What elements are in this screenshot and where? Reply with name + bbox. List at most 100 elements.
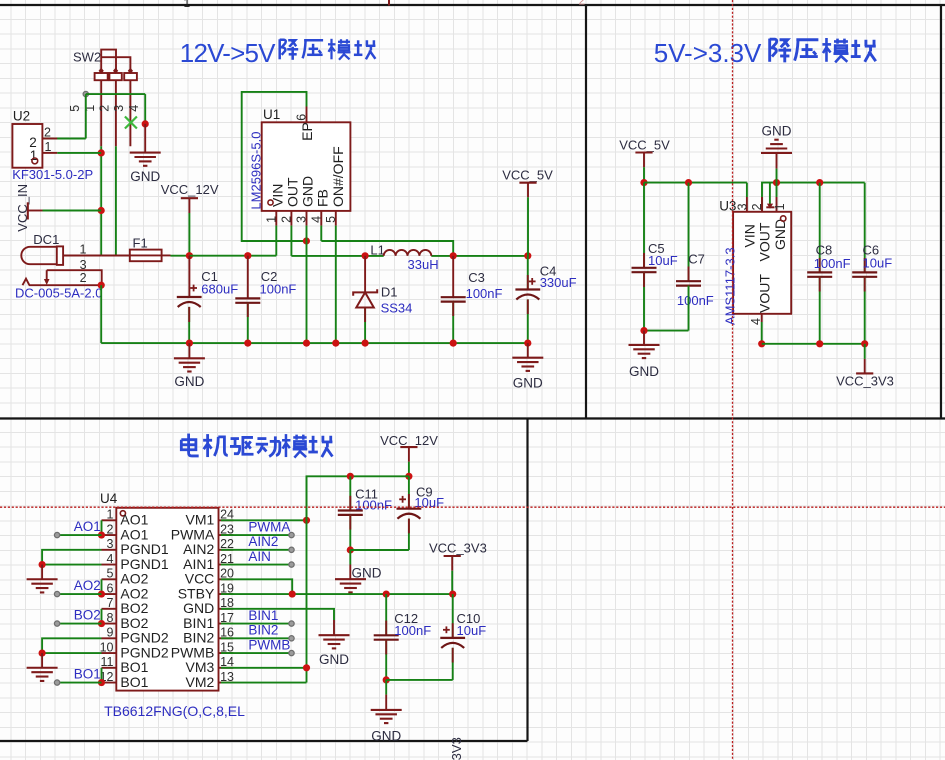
- svg-text:1: 1: [184, 0, 191, 10]
- svg-text:GND: GND: [762, 123, 792, 138]
- svg-text:VCC_12V: VCC_12V: [380, 433, 438, 448]
- svg-text:33uH: 33uH: [408, 257, 439, 272]
- svg-text:STBY: STBY: [178, 585, 215, 601]
- svg-text:12V->5V: 12V->5V: [180, 38, 276, 68]
- svg-text:C9: C9: [416, 485, 433, 500]
- svg-text:AIN2: AIN2: [183, 541, 214, 557]
- svg-text:5V->3.3V: 5V->3.3V: [654, 38, 762, 68]
- svg-text:680uF: 680uF: [201, 282, 238, 297]
- svg-text:100nF: 100nF: [814, 256, 851, 271]
- svg-text:VCC_5V: VCC_5V: [619, 138, 670, 153]
- svg-text:U4: U4: [100, 491, 118, 506]
- svg-text:21: 21: [220, 552, 234, 566]
- svg-text:TB6612FNG(O,C,8,EL: TB6612FNG(O,C,8,EL: [104, 703, 245, 719]
- svg-text:PWMA: PWMA: [248, 519, 290, 534]
- svg-text:VCC_3V3: VCC_3V3: [449, 737, 464, 760]
- svg-text:2: 2: [750, 203, 764, 210]
- svg-text:10: 10: [100, 640, 114, 654]
- svg-text:BIN2: BIN2: [183, 630, 214, 646]
- svg-text:AO2: AO2: [120, 585, 148, 601]
- svg-text:VCC_12V: VCC_12V: [161, 182, 219, 197]
- svg-text:BO2: BO2: [74, 607, 101, 622]
- svg-text:1: 1: [30, 148, 38, 163]
- svg-text:C2: C2: [261, 269, 278, 284]
- svg-text:20: 20: [220, 567, 234, 581]
- svg-text:KF301-5.0-2P: KF301-5.0-2P: [12, 167, 93, 182]
- svg-text:5: 5: [68, 105, 82, 112]
- svg-text:GND: GND: [319, 652, 349, 667]
- svg-text:VM1: VM1: [186, 512, 215, 528]
- svg-text:3: 3: [735, 203, 749, 210]
- svg-text:GND: GND: [629, 364, 659, 379]
- svg-text:5: 5: [324, 216, 338, 223]
- svg-text:VCC_IN: VCC_IN: [15, 184, 30, 232]
- svg-text:L1: L1: [370, 242, 384, 257]
- svg-text:GND: GND: [513, 375, 543, 390]
- svg-text:GND: GND: [174, 374, 204, 389]
- svg-text:2: 2: [80, 271, 87, 285]
- svg-text:BO1: BO1: [120, 674, 148, 690]
- svg-text:AIN1: AIN1: [183, 556, 214, 572]
- svg-text:GND: GND: [183, 600, 214, 616]
- svg-text:VOUT: VOUT: [757, 274, 773, 313]
- svg-text:VIN: VIN: [270, 184, 286, 207]
- svg-text:2: 2: [29, 135, 37, 150]
- svg-text:VCC_3V3: VCC_3V3: [836, 373, 894, 388]
- svg-text:C3: C3: [468, 270, 485, 285]
- svg-text:11: 11: [101, 655, 114, 669]
- svg-text:17: 17: [220, 611, 234, 625]
- svg-text:14: 14: [220, 655, 234, 669]
- svg-text:VIN: VIN: [741, 224, 757, 247]
- svg-text:100nF: 100nF: [355, 497, 392, 512]
- svg-text:EP: EP: [299, 122, 315, 141]
- svg-text:C1: C1: [201, 269, 218, 284]
- svg-text:U2: U2: [13, 109, 30, 124]
- svg-text:3: 3: [112, 105, 126, 112]
- svg-text:PWMB: PWMB: [171, 644, 215, 660]
- svg-text:GND: GND: [371, 728, 401, 743]
- svg-text:F1: F1: [133, 236, 148, 251]
- svg-text:19: 19: [220, 581, 234, 595]
- svg-text:100nF: 100nF: [394, 623, 431, 638]
- svg-text:18: 18: [220, 596, 234, 610]
- svg-text:3: 3: [80, 258, 87, 272]
- svg-text:AO2: AO2: [120, 571, 148, 587]
- svg-text:9: 9: [107, 626, 114, 640]
- svg-text:2: 2: [579, 0, 586, 8]
- svg-text:4: 4: [107, 552, 114, 566]
- svg-text:2: 2: [44, 126, 51, 140]
- svg-text:2: 2: [98, 105, 112, 112]
- svg-text:1: 1: [80, 243, 87, 257]
- svg-text:6: 6: [294, 114, 308, 121]
- svg-text:C4: C4: [540, 264, 557, 279]
- svg-text:GND: GND: [130, 169, 160, 184]
- svg-text:VM3: VM3: [186, 659, 215, 675]
- svg-text:C7: C7: [688, 252, 705, 267]
- svg-text:BO1: BO1: [120, 659, 148, 675]
- svg-text:PWMA: PWMA: [171, 526, 215, 542]
- svg-text:BO1: BO1: [74, 666, 101, 681]
- svg-text:100nF: 100nF: [677, 293, 714, 308]
- svg-text:VCC_5V: VCC_5V: [502, 167, 553, 182]
- svg-text:1: 1: [265, 216, 279, 223]
- svg-text:22: 22: [220, 537, 234, 551]
- svg-text:C10: C10: [457, 611, 481, 626]
- svg-text:LM2596S-5.0: LM2596S-5.0: [249, 132, 264, 210]
- svg-text:23: 23: [220, 522, 234, 536]
- svg-text:10uF: 10uF: [648, 253, 678, 268]
- svg-text:AMS1117-3.3: AMS1117-3.3: [723, 247, 738, 325]
- svg-text:10uF: 10uF: [457, 623, 487, 638]
- svg-text:10uF: 10uF: [863, 255, 893, 270]
- svg-text:PWMB: PWMB: [248, 637, 290, 652]
- svg-text:DC1: DC1: [33, 232, 59, 247]
- svg-text:PGND2: PGND2: [120, 644, 168, 660]
- svg-text:BIN1: BIN1: [248, 608, 278, 623]
- svg-text:AIN: AIN: [248, 549, 271, 564]
- svg-text:BIN1: BIN1: [183, 615, 214, 631]
- svg-text:C8: C8: [816, 243, 833, 258]
- svg-text:15: 15: [220, 640, 234, 654]
- svg-text:4: 4: [749, 318, 763, 325]
- svg-text:24: 24: [220, 508, 234, 522]
- svg-text:8: 8: [107, 611, 114, 625]
- svg-text:4: 4: [310, 216, 324, 223]
